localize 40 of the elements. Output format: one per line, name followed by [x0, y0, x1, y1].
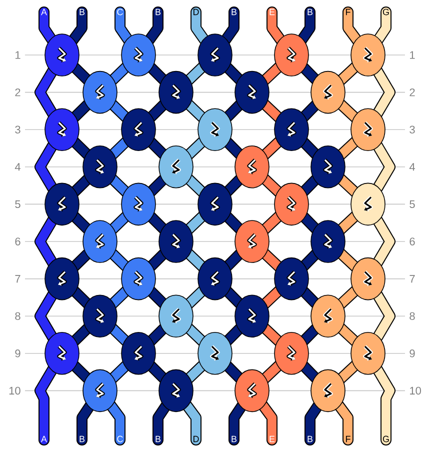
string-letter: E [270, 8, 275, 16]
string-letter: F [346, 436, 350, 442]
string-letter: C [117, 436, 123, 442]
row-number: 7 [15, 275, 20, 283]
string-letter: A [41, 436, 47, 442]
row-number: 9 [410, 350, 415, 358]
string-letter: B [80, 436, 85, 442]
string-letter: B [232, 436, 237, 442]
string-letter: G [382, 8, 389, 16]
row-number: 8 [15, 312, 20, 320]
string-letter: B [308, 8, 313, 16]
row-number: 6 [15, 238, 20, 246]
row-number: 10 [9, 386, 20, 395]
string-letter: A [41, 8, 47, 16]
string-letter: B [232, 8, 237, 16]
string-letter: D [193, 436, 199, 442]
string-letter: D [193, 8, 199, 16]
row-number: 3 [410, 126, 415, 134]
string-letter: F [346, 8, 350, 16]
row-number: 2 [15, 88, 20, 96]
string-letter: C [117, 8, 123, 16]
row-number: 4 [14, 163, 20, 171]
string-letter: B [156, 8, 161, 16]
string-letter: G [382, 436, 389, 442]
row-number: 8 [410, 312, 415, 320]
row-number: 5 [410, 200, 415, 208]
row-number: 1 [16, 51, 20, 59]
string-letter: B [156, 436, 161, 442]
row-number: 10 [410, 386, 421, 395]
row-number: 6 [410, 238, 415, 246]
row-number: 9 [15, 350, 20, 358]
string-letter: B [308, 436, 313, 442]
row-number: 4 [409, 163, 415, 171]
row-number: 5 [15, 200, 20, 208]
row-number: 3 [15, 126, 20, 134]
string-letter: E [270, 436, 275, 442]
row-number: 1 [410, 51, 415, 59]
string-letter: B [80, 8, 85, 16]
row-number: 7 [410, 275, 415, 283]
row-number: 2 [410, 88, 415, 96]
